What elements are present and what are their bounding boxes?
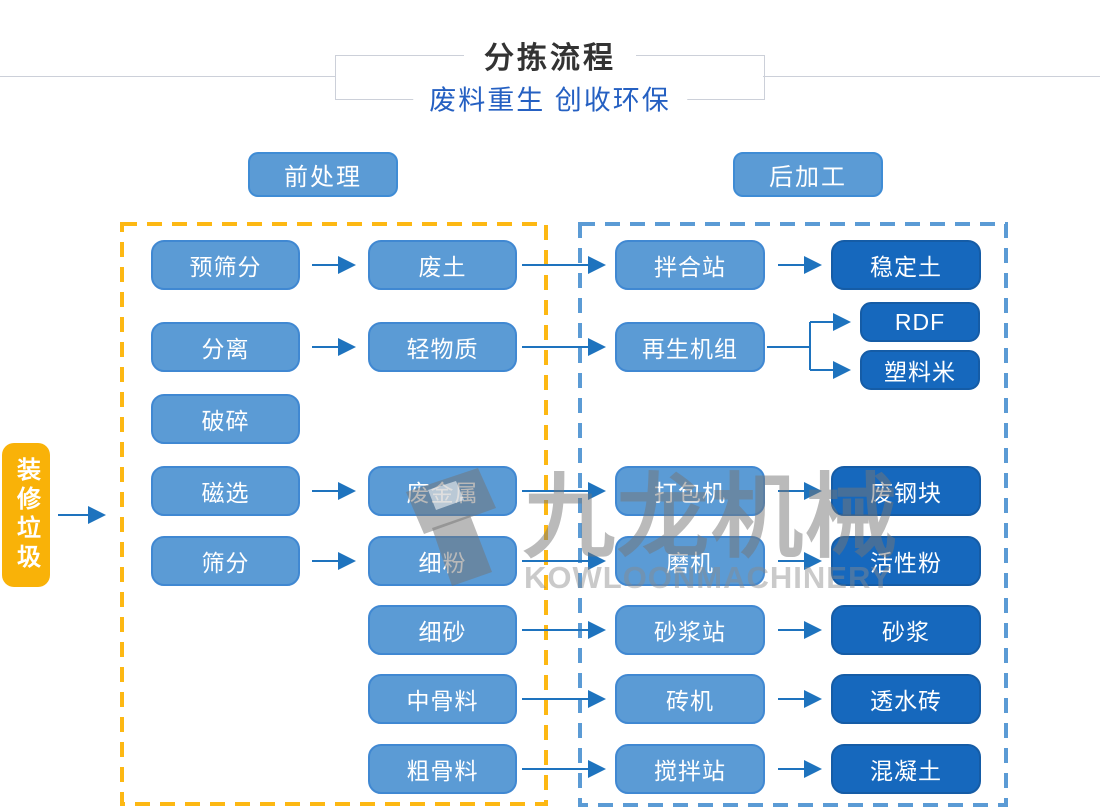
node-mill: 磨机 xyxy=(615,536,765,586)
node-coarse-aggregate: 粗骨料 xyxy=(368,744,517,794)
header-left-rule xyxy=(0,76,335,77)
node-rdf: RDF xyxy=(860,302,980,342)
node-fine-powder: 细粉 xyxy=(368,536,517,586)
preprocess-group-frame xyxy=(120,222,548,806)
node-mortar-station: 砂浆站 xyxy=(615,605,765,655)
node-concrete: 混凝土 xyxy=(831,744,981,794)
node-mortar: 砂浆 xyxy=(831,605,981,655)
node-medium-aggregate: 中骨料 xyxy=(368,674,517,724)
node-baler: 打包机 xyxy=(615,466,765,516)
node-stabilized-soil: 稳定土 xyxy=(831,240,981,290)
page-title: 分拣流程 xyxy=(464,33,636,77)
node-scrap-metal: 废金属 xyxy=(368,466,517,516)
node-brick-machine: 砖机 xyxy=(615,674,765,724)
node-plastic-pellet: 塑料米 xyxy=(860,350,980,390)
node-mixing-plant: 拌合站 xyxy=(615,240,765,290)
node-waste-soil: 废土 xyxy=(368,240,517,290)
postprocess-group-frame xyxy=(578,222,1008,807)
node-recycling-unit: 再生机组 xyxy=(615,322,765,372)
source-node-renovation-waste: 装修垃圾 xyxy=(2,443,50,587)
section-label-preprocess: 前处理 xyxy=(248,152,398,197)
node-active-powder: 活性粉 xyxy=(831,536,981,586)
node-permeable-brick: 透水砖 xyxy=(831,674,981,724)
section-label-postprocess: 后加工 xyxy=(733,152,883,197)
node-stirring-station: 搅拌站 xyxy=(615,744,765,794)
header-right-rule xyxy=(763,76,1100,77)
node-pre-screening: 预筛分 xyxy=(151,240,300,290)
node-fine-sand: 细砂 xyxy=(368,605,517,655)
node-magnetic-sort: 磁选 xyxy=(151,466,300,516)
node-scrap-steel-block: 废钢块 xyxy=(831,466,981,516)
node-separation: 分离 xyxy=(151,322,300,372)
node-screening: 筛分 xyxy=(151,536,300,586)
node-crushing: 破碎 xyxy=(151,394,300,444)
page-subtitle: 废料重生 创收环保 xyxy=(413,78,687,118)
node-light-matter: 轻物质 xyxy=(368,322,517,372)
